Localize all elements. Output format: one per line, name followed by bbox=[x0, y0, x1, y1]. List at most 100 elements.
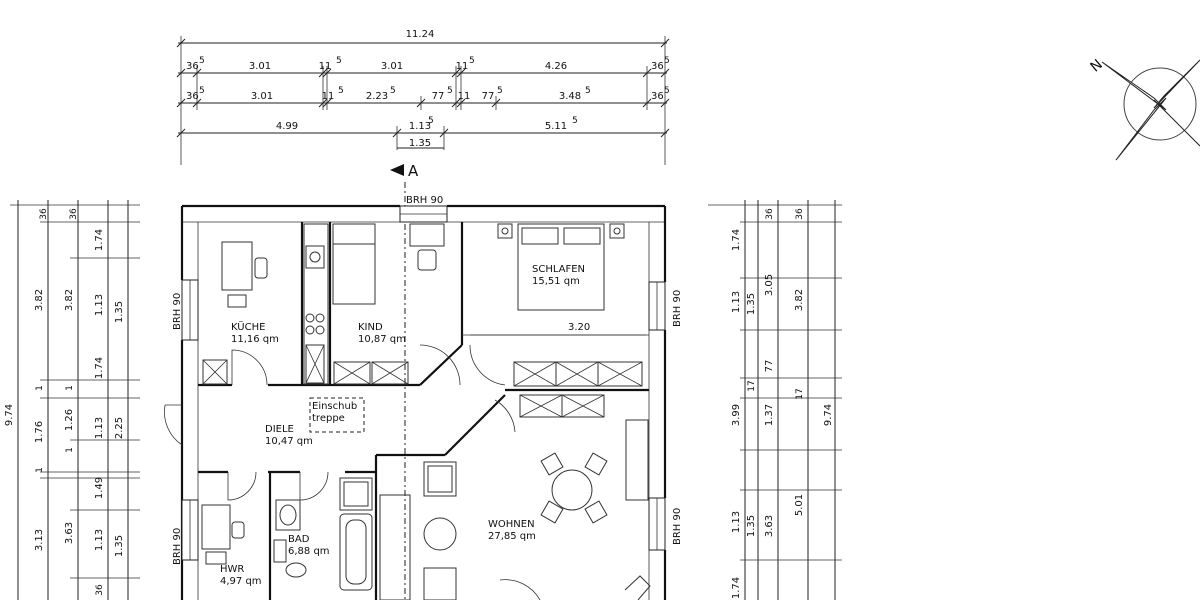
sup-1: 5 bbox=[199, 56, 205, 66]
room-name-wohnen: WOHNEN bbox=[488, 519, 535, 530]
door-swings bbox=[227, 344, 541, 601]
dim-left-c1-1: 1.76 bbox=[34, 421, 45, 443]
room-name-kind: KIND bbox=[358, 322, 383, 333]
dim-right-c1-2: 1.13 bbox=[731, 511, 742, 533]
furniture bbox=[201, 223, 651, 601]
brh-top: BRH 90 bbox=[406, 195, 443, 206]
compass-north-label: N bbox=[1088, 57, 1106, 76]
dim-right-s2: 17 bbox=[747, 380, 757, 391]
dim-left-c1-0: 3.82 bbox=[34, 289, 45, 311]
brh-right-top: BRH 90 bbox=[672, 290, 683, 327]
sup-4: 5 bbox=[664, 56, 670, 66]
room-area-hwr: 4,97 qm bbox=[220, 576, 262, 587]
brh-left-bottom: BRH 90 bbox=[172, 528, 183, 565]
dim-right-s1: 36 bbox=[795, 208, 805, 220]
walls bbox=[164, 204, 667, 600]
room-area-wohnen: 27,85 qm bbox=[488, 531, 536, 542]
room-name-schlafen: SCHLAFEN bbox=[532, 264, 585, 275]
room-labels: KÜCHE 11,16 qm KIND 10,87 qm SCHLAFEN 15… bbox=[220, 264, 646, 587]
dim-left-c4-0: 1.35 bbox=[114, 301, 125, 323]
room-name-hwr: HWR bbox=[220, 564, 244, 575]
dim-r2-5: 11 bbox=[458, 91, 471, 102]
dim-r2-2: 11 bbox=[322, 91, 335, 102]
dim-left-c3-2: 1.74 bbox=[94, 357, 105, 379]
dim-left-c3-5: 1.13 bbox=[94, 529, 105, 551]
dim-left-c2-2: 3.63 bbox=[64, 522, 75, 544]
dim-right-c3-2: 1.37 bbox=[764, 404, 775, 426]
dim-left-c1-2: 3.13 bbox=[34, 529, 45, 551]
einschub-line1: Einschub bbox=[312, 401, 357, 412]
dim-right-c1-0: 1.74 bbox=[731, 229, 742, 251]
dim-left-c2-0: 3.82 bbox=[64, 289, 75, 311]
dim-r2-4: 77 bbox=[432, 91, 445, 102]
dim-right-c2-0: 1.35 bbox=[746, 293, 757, 315]
sup-13: 5 bbox=[572, 116, 578, 126]
dim-right-c4-0: 3.82 bbox=[794, 289, 805, 311]
dim-left-s4: 1 bbox=[35, 467, 45, 473]
schlafen-width-dim: 3.20 bbox=[568, 322, 590, 333]
dim-left-s3: 1 bbox=[65, 385, 75, 391]
dim-r1-6: 36 bbox=[651, 61, 664, 72]
sup-9: 5 bbox=[497, 86, 503, 96]
room-area-schlafen: 15,51 qm bbox=[532, 276, 580, 287]
section-label: A bbox=[408, 162, 419, 180]
sup-11: 5 bbox=[664, 86, 670, 96]
sup-5: 5 bbox=[199, 86, 205, 96]
dim-left-s5: 1 bbox=[65, 447, 75, 453]
room-area-kind: 10,87 qm bbox=[358, 334, 406, 345]
dim-left-c3-0: 1.74 bbox=[94, 229, 105, 251]
brh-right-bottom: BRH 90 bbox=[672, 508, 683, 545]
dim-right-c4-1: 5.01 bbox=[794, 494, 805, 516]
dim-r2-1: 3.01 bbox=[251, 91, 273, 102]
dim-r1-4: 11 bbox=[456, 61, 469, 72]
dim-r2-3: 2.23 bbox=[366, 91, 388, 102]
room-area-diele: 10,47 qm bbox=[265, 436, 313, 447]
dim-right-c1-1: 1.13 bbox=[731, 291, 742, 313]
dim-left-s6: 36 bbox=[95, 584, 105, 596]
brh-labels: BRH 90 BRH 90 BRH 90 BRH 90 BRH 90 bbox=[172, 195, 683, 565]
dim-r1-0: 36 bbox=[186, 61, 199, 72]
dim-left-c3-1: 1.13 bbox=[94, 294, 105, 316]
dim-right-c2-1: 3.99 bbox=[731, 404, 742, 426]
room-name-diele: DIELE bbox=[265, 424, 294, 435]
dim-r2-7: 3.48 bbox=[559, 91, 581, 102]
room-area-kueche: 11,16 qm bbox=[231, 334, 279, 345]
dim-r3-0: 4.99 bbox=[276, 121, 298, 132]
room-name-kueche: KÜCHE bbox=[231, 320, 265, 333]
right-dimension-chains: 1.74 1.13 1.13 1.74 1.35 3.99 1.35 3.05 … bbox=[708, 200, 842, 600]
dim-r1-3: 3.01 bbox=[381, 61, 403, 72]
dim-left-s0: 36 bbox=[39, 208, 49, 220]
room-area-bad: 6,88 qm bbox=[288, 546, 330, 557]
dim-right-c3-1: 77 bbox=[764, 360, 775, 373]
dim-left-c4-2: 1.35 bbox=[114, 535, 125, 557]
dim-right-total: 9.74 bbox=[823, 404, 834, 426]
dim-left-s2: 1 bbox=[35, 385, 45, 391]
sup-3: 5 bbox=[469, 56, 475, 66]
dim-right-c3-3: 3.63 bbox=[764, 515, 775, 537]
section-marker: A bbox=[390, 162, 419, 600]
dim-r1-5: 4.26 bbox=[545, 61, 567, 72]
dim-right-s3: 17 bbox=[795, 388, 805, 399]
left-dimension-chains: 9.74 3.82 1.76 3.13 3.82 1.26 3.63 1.74 … bbox=[4, 200, 140, 600]
sup-6: 5 bbox=[338, 86, 344, 96]
dim-r3-2: 5.11 bbox=[545, 121, 567, 132]
room-name-bad: BAD bbox=[288, 534, 310, 545]
dim-right-c2-2: 1.35 bbox=[746, 515, 757, 537]
dim-r1-1: 3.01 bbox=[249, 61, 271, 72]
sup-12: 5 bbox=[428, 116, 434, 126]
sup-2: 5 bbox=[336, 56, 342, 66]
dim-r3-sub: 1.35 bbox=[409, 138, 431, 149]
dim-left-c4-1: 2.25 bbox=[114, 417, 125, 439]
dim-left-c3-3: 1.13 bbox=[94, 417, 105, 439]
dim-r2-8: 36 bbox=[651, 91, 664, 102]
compass-rose-icon: N bbox=[1088, 57, 1200, 161]
section-arrow-icon bbox=[390, 164, 404, 176]
dim-right-s0: 36 bbox=[765, 208, 775, 220]
dim-r3-1: 1.13 bbox=[409, 121, 431, 132]
dim-right-c3-0: 3.05 bbox=[764, 274, 775, 296]
einschub-line2: treppe bbox=[312, 413, 345, 424]
dim-r2-0: 36 bbox=[186, 91, 199, 102]
dim-r2-6: 77 bbox=[482, 91, 495, 102]
